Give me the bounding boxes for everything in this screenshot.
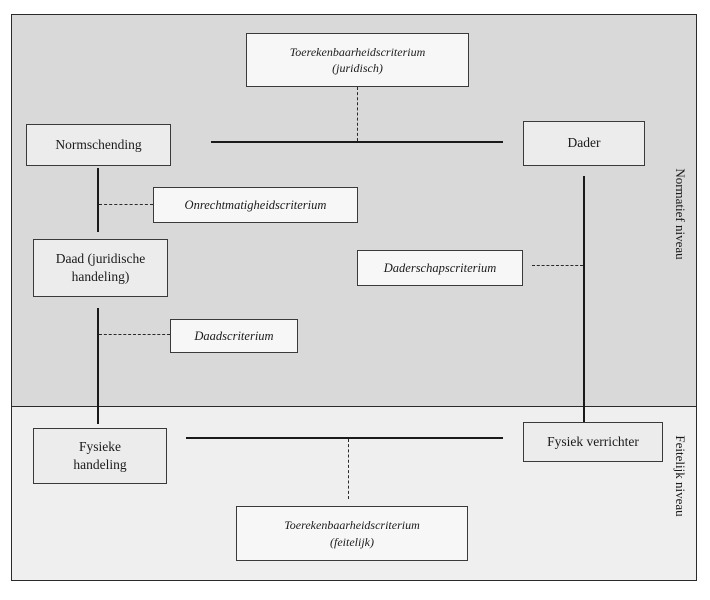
fysieke-line1: Fysieke xyxy=(79,438,121,454)
diagram-frame xyxy=(11,14,697,581)
daderschap-label: Daderschapscriterium xyxy=(383,260,497,275)
onrechtmatigheid-label: Onrechtmatigheidscriterium xyxy=(184,197,327,212)
connector-fysieke-verrichter xyxy=(186,437,503,439)
box-bottom-line1: Toerekenbaarheidscriterium xyxy=(284,518,420,533)
box-bottom-line2: (feitelijk) xyxy=(330,534,374,549)
connector-daad-fysieke xyxy=(97,308,99,424)
feitelijk-niveau-label: Feitelijk niveau xyxy=(673,435,688,517)
dader-label: Dader xyxy=(567,135,601,151)
normschending-label: Normschending xyxy=(55,136,142,152)
daad-line1: Daad (juridische xyxy=(55,250,146,266)
box-daadscriterium: Daadscriterium xyxy=(170,319,298,353)
dash-daadscriterium xyxy=(99,334,170,335)
connector-dader-verrichter xyxy=(583,176,585,422)
dash-top-criterion xyxy=(357,87,358,141)
dash-onrechtmatigheid xyxy=(99,204,153,205)
dash-bottom-criterion xyxy=(348,439,349,499)
dash-daderschap xyxy=(532,265,583,266)
box-onrechtmatigheidscriterium: Onrechtmatigheidscriterium xyxy=(153,187,358,223)
daadscriterium-label: Daadscriterium xyxy=(194,328,274,343)
connector-normschending-daad xyxy=(97,168,99,232)
box-toerekenbaarheid-feitelijk: Toerekenbaarheidscriterium (feitelijk) xyxy=(236,506,468,561)
box-fysiek-verrichter: Fysiek verrichter xyxy=(523,422,663,462)
level-divider xyxy=(12,406,696,407)
connector-normschending-dader xyxy=(211,141,503,143)
box-toerekenbaarheid-juridisch: Toerekenbaarheidscriterium (juridisch) xyxy=(246,33,469,87)
normatief-niveau-label: Normatief niveau xyxy=(673,168,688,260)
box-daad: Daad (juridische handeling) xyxy=(33,239,168,297)
box-dader: Dader xyxy=(523,121,645,166)
daad-line2: handeling) xyxy=(71,269,130,284)
box-daderschapscriterium: Daderschapscriterium xyxy=(357,250,523,286)
box-fysieke-handeling: Fysieke handeling xyxy=(33,428,167,484)
fysiek-verrichter-label: Fysiek verrichter xyxy=(547,433,639,449)
fysieke-line2: handeling xyxy=(73,457,127,472)
box-normschending: Normschending xyxy=(26,124,171,166)
box-top-line2: (juridisch) xyxy=(332,61,383,75)
box-top-line1: Toerekenbaarheidscriterium xyxy=(289,44,426,59)
